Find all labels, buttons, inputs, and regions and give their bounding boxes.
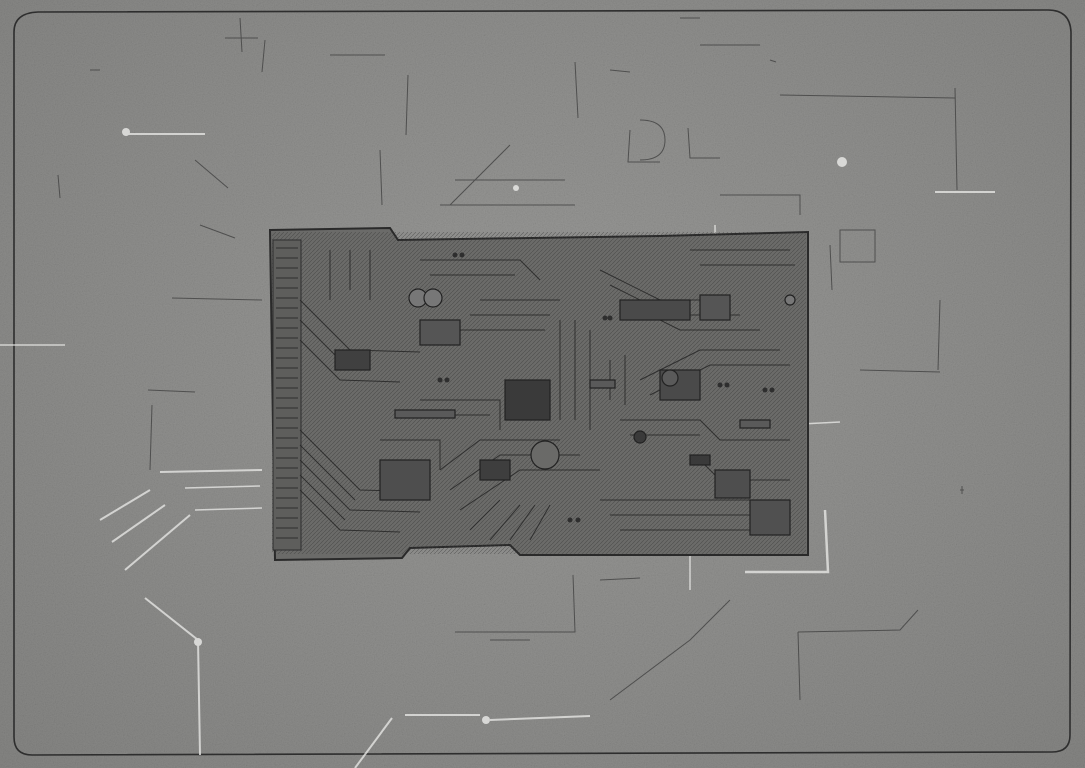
chip: [479, 459, 511, 481]
capacitor: [423, 288, 443, 308]
construction-lines: [57, 17, 964, 701]
chip: [619, 299, 691, 321]
chip: [714, 469, 751, 499]
resistor: [394, 409, 456, 419]
solder-pads: [437, 252, 775, 523]
circuit-traces: [299, 249, 795, 541]
resistor: [589, 379, 616, 389]
main-chip: [504, 379, 551, 421]
chip: [699, 294, 731, 321]
capacitor: [784, 294, 796, 306]
chip: [379, 459, 431, 501]
chip: [334, 349, 371, 371]
edge-connector: [272, 239, 302, 551]
resistor: [739, 419, 771, 429]
capacitor: [661, 369, 679, 387]
resistor: [689, 454, 711, 466]
chip: [749, 499, 791, 536]
page-border: [13, 9, 1072, 756]
capacitor: [530, 440, 560, 470]
circuit-board: [268, 226, 809, 562]
chip-components: [334, 288, 796, 536]
capacitor: [633, 430, 647, 444]
chip: [419, 319, 461, 346]
